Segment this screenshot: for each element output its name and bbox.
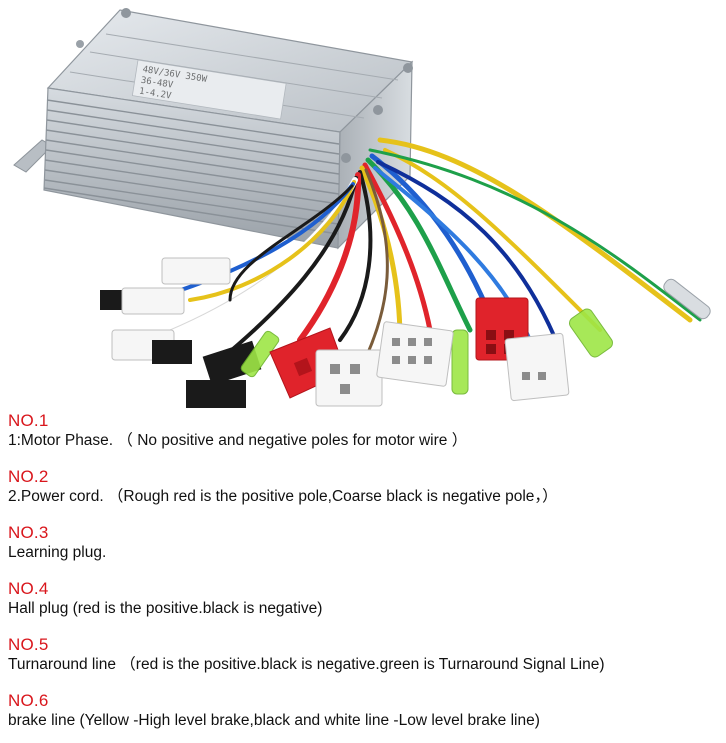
item-title: NO.5 — [8, 635, 49, 654]
legend-item: NO.2 2.Power cord. （Rough red is the pos… — [8, 463, 720, 519]
connector-white — [121, 287, 185, 315]
screw-icon — [373, 105, 383, 115]
item-description: Hall plug (red is the positive.black is … — [8, 600, 323, 617]
screw-icon — [76, 40, 84, 48]
product-photo: 48V/36V 350W 36-48V 1-4.2V — [13, 8, 711, 408]
screw-icon — [403, 63, 413, 73]
connector-black — [202, 340, 262, 386]
hall-plug — [315, 349, 383, 407]
spec-label: 48V/36V 350W 36-48V 1-4.2V — [131, 59, 287, 120]
connector-black — [100, 290, 124, 310]
connectors — [100, 257, 711, 408]
item-title: NO.6 — [8, 691, 49, 710]
connector-black — [152, 340, 192, 364]
brake-plug — [504, 332, 570, 402]
item-description: Turnaround line （red is the positive.bla… — [8, 656, 605, 673]
motor-hall-plug — [376, 321, 454, 387]
item-description: Learning plug. — [8, 544, 107, 561]
wire-bundle — [148, 137, 702, 372]
item-description: brake line (Yellow -High level brake,bla… — [8, 712, 540, 729]
connector-black — [186, 380, 246, 408]
legend-item: NO.4 Hall plug (red is the positive.blac… — [8, 575, 720, 631]
controller-illustration: 48V/36V 350W 36-48V 1-4.2V — [13, 8, 711, 408]
bullet-connector — [240, 330, 280, 378]
legend-item: NO.1 1:Motor Phase. （ No positive and ne… — [8, 407, 720, 463]
legend-item: NO.3 Learning plug. — [8, 519, 720, 575]
item-title: NO.1 — [8, 411, 49, 430]
learning-plug — [161, 257, 231, 285]
legend-item: NO.5 Turnaround line （red is the positiv… — [8, 631, 720, 687]
item-description: 2.Power cord. （Rough red is the positive… — [8, 488, 558, 505]
wiring-legend: NO.1 1:Motor Phase. （ No positive and ne… — [8, 407, 720, 743]
controller-housing: 48V/36V 350W 36-48V 1-4.2V — [43, 8, 414, 250]
bullet-connector — [569, 308, 613, 358]
screw-icon — [121, 8, 131, 18]
screw-icon — [341, 153, 351, 163]
item-title: NO.3 — [8, 523, 49, 542]
item-title: NO.4 — [8, 579, 49, 598]
item-description: 1:Motor Phase. （ No positive and negativ… — [8, 432, 468, 449]
bullet-connector — [451, 329, 469, 395]
metal-terminal — [663, 278, 711, 320]
legend-item: NO.6 brake line (Yellow -High level brak… — [8, 687, 720, 743]
item-title: NO.2 — [8, 467, 49, 486]
